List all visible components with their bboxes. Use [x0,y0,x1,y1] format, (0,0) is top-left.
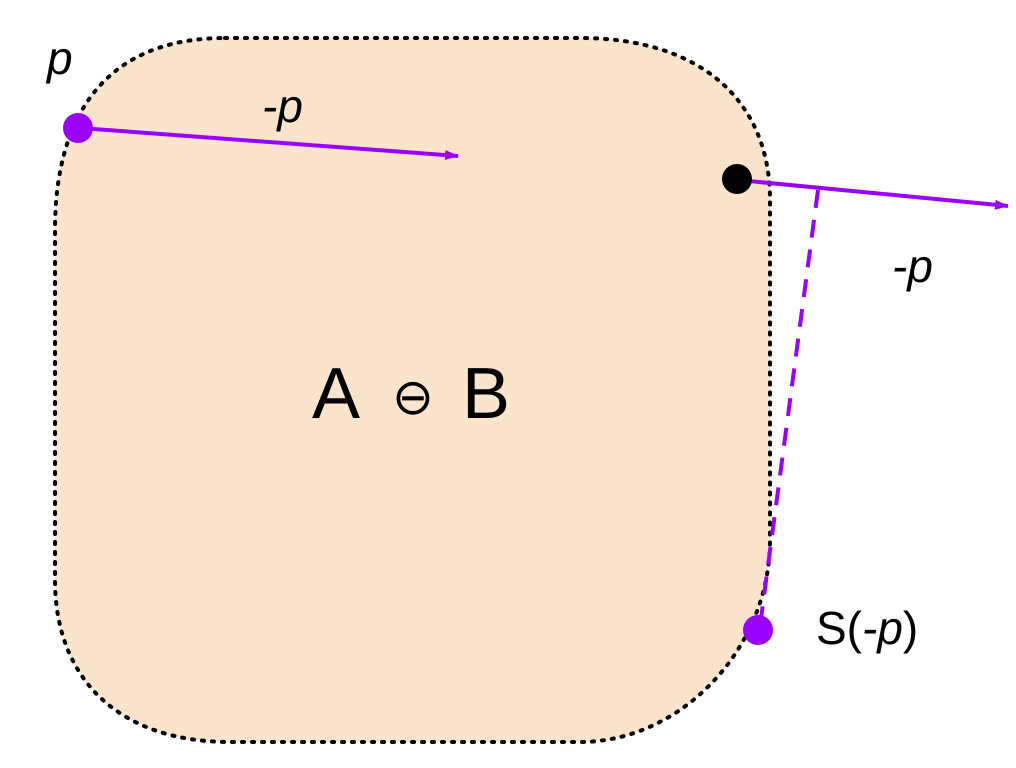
support-label-arg: -p [862,602,903,654]
direction-arrow-1 [79,126,459,161]
direction-arrow-2 [737,178,1009,210]
point-p-label: p [45,32,73,84]
point-p [63,113,93,143]
arrow1-label: -p [262,80,303,132]
region-label-b: B [462,354,510,434]
support-label-prefix: S( [816,602,863,654]
projection-dashed-line [758,189,820,627]
support-label-suffix: ) [903,602,918,654]
support-point-label: S(-p) [816,602,918,654]
arrow2-label: -p [892,240,933,292]
region-label-a: A [312,354,360,434]
minus-operator-symbol: ⊖ [392,369,434,425]
support-point [743,615,773,645]
boundary-point [722,164,752,194]
